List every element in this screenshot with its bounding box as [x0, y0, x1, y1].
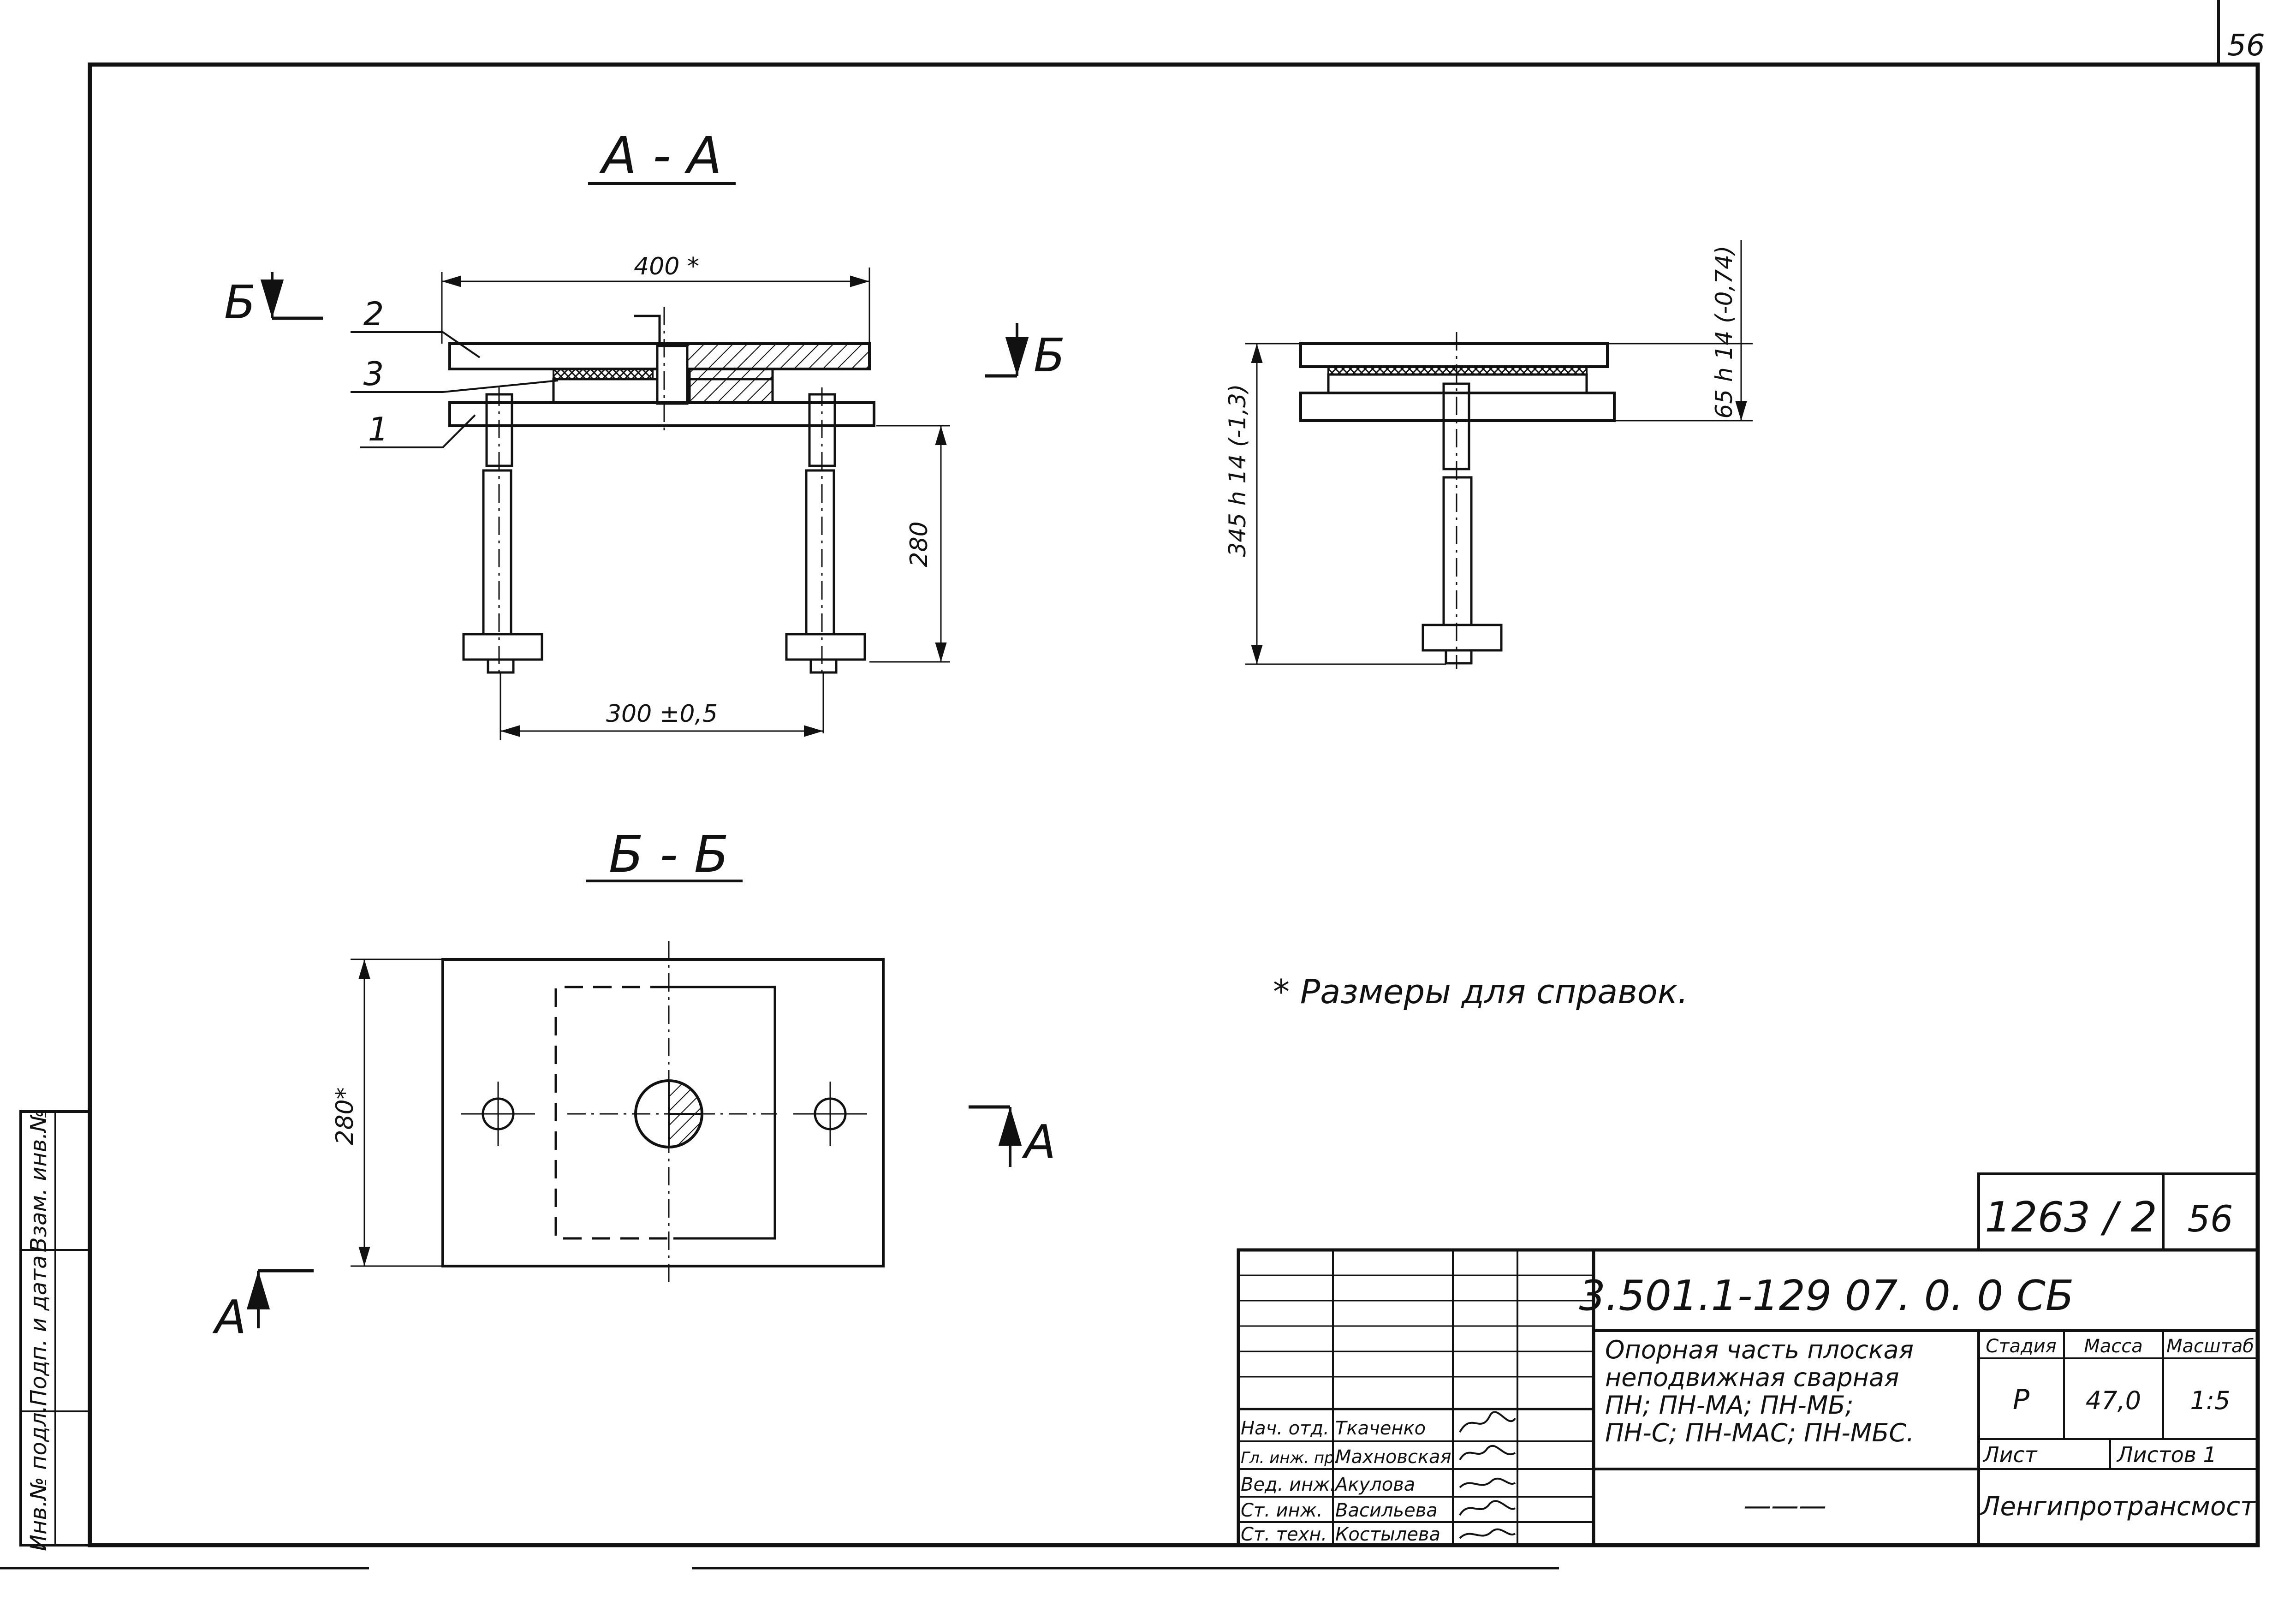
callout-leaders: [351, 331, 559, 448]
callout-1: 1: [368, 410, 389, 448]
section-bb-title: Б - Б: [609, 825, 729, 884]
base-plate: [448, 401, 875, 427]
header-stage: Стадия: [1986, 1336, 2056, 1357]
center-pin: [656, 345, 689, 405]
description-line-2: неподвижная сварная: [1605, 1363, 1899, 1392]
dimension-upper-height: [1607, 240, 1753, 422]
dim-width-label: 400 *: [634, 253, 699, 280]
album-sheet-number: 56: [2187, 1199, 2233, 1240]
bolt-hole-right: [793, 1082, 867, 1146]
staff-role-3: Вед. инж.: [1241, 1474, 1336, 1495]
description-line-3: ПН; ПН-МА; ПН-МБ;: [1605, 1391, 1854, 1420]
staff-role-4: Ст. инж.: [1241, 1500, 1323, 1521]
staff-name-1: Ткаченко: [1335, 1418, 1426, 1439]
organization: Ленгипротрансмост: [1980, 1492, 2256, 1522]
handwritten-signatures: [1459, 1411, 1516, 1539]
staff-name-3: Акулова: [1334, 1474, 1415, 1495]
dim-total-height-label: 345 h 14 (-1,3): [1224, 384, 1251, 557]
title-block: [1237, 1172, 2260, 1547]
sheet-frame: [0, 0, 2260, 1570]
side-base-plate: [1299, 392, 1616, 422]
staff-role-5: Ст. техн.: [1241, 1524, 1327, 1545]
cut-marker-aa-left: [246, 1269, 314, 1328]
header-scale: Масштаб: [2166, 1336, 2254, 1357]
callout-2: 2: [363, 295, 384, 333]
center-pin-circle: [634, 1079, 703, 1148]
cut-marker-aa-left-label: А: [212, 1290, 246, 1344]
staff-role-1: Нач. отд.: [1241, 1418, 1329, 1439]
dimension-width: [441, 268, 870, 344]
dim-upper-height-label: 65 h 14 (-0,74): [1711, 246, 1737, 419]
sliding-layer: [553, 368, 654, 380]
description-line-1: Опорная часть плоская: [1605, 1335, 1914, 1364]
staff-name-4: Васильева: [1335, 1500, 1438, 1521]
cut-marker-bb-right-label: Б: [1034, 328, 1065, 382]
staff-role-2: Гл. инж. пр.: [1241, 1449, 1339, 1467]
corner-page-number: 56: [2227, 29, 2265, 63]
dimension-total-height: [1245, 343, 1446, 665]
cut-marker-bb-left-label: Б: [224, 275, 256, 329]
value-mass: 47,0: [2086, 1386, 2141, 1415]
reference-note: * Размеры для справок.: [1273, 972, 1688, 1011]
dimension-anchor-length: [869, 425, 950, 663]
side-view: 345 h 14 (-1,3) 65 h 14 (-0,74): [1224, 240, 1753, 669]
album-reference: 1263 / 2: [1985, 1193, 2157, 1242]
designation: 3.501.1-129 07. 0. 0 СБ: [1579, 1272, 2074, 1320]
section-aa-title: А - А: [599, 126, 722, 185]
staff-name-2: Махновская: [1335, 1446, 1451, 1468]
side-top-plate: [1299, 342, 1609, 368]
bb-base-plate-outline: [441, 958, 885, 1267]
cut-marker-aa-right-label: А: [1022, 1115, 1056, 1169]
sheets-total: Листов 1: [2116, 1442, 2217, 1467]
dimension-bb-height: [351, 958, 443, 1267]
cut-marker-bb-right: [985, 323, 1029, 378]
bolt-hole-left: [461, 1082, 535, 1146]
stamp-replace-inv: Взам. инв.№: [26, 1109, 52, 1253]
header-mass: Масса: [2084, 1336, 2143, 1357]
dim-anchor-spacing-label: 300 ±0,5: [606, 700, 718, 728]
description-line-4: ПН-С; ПН-МАС; ПН-МБС.: [1605, 1418, 1914, 1447]
dim-bb-height-label: 280*: [331, 1087, 359, 1145]
dimension-anchor-spacing: [500, 673, 824, 740]
cut-marker-bb-left: [260, 272, 323, 320]
cut-marker-aa-right: [969, 1105, 1022, 1167]
section-bb-view: Б - Б 280*: [212, 825, 1056, 1344]
value-stage: Р: [2013, 1384, 2030, 1416]
stamp-sign-date: Подп. и дата: [26, 1255, 52, 1406]
anchor-bolt-left: [462, 387, 543, 678]
side-stamp: [19, 1110, 91, 1547]
empty-field-dash: ———: [1743, 1490, 1826, 1522]
stamp-inv-original: Инв.№ подл.: [26, 1405, 52, 1551]
sheet-label: Лист: [1982, 1442, 2038, 1467]
anchor-bolt-right: [785, 387, 866, 678]
staff-name-5: Костылева: [1335, 1524, 1440, 1545]
section-aa-view: А - А: [224, 126, 1065, 740]
dim-anchor-length-label: 280: [905, 521, 933, 567]
value-scale: 1:5: [2190, 1386, 2231, 1415]
callout-3: 3: [363, 355, 384, 393]
